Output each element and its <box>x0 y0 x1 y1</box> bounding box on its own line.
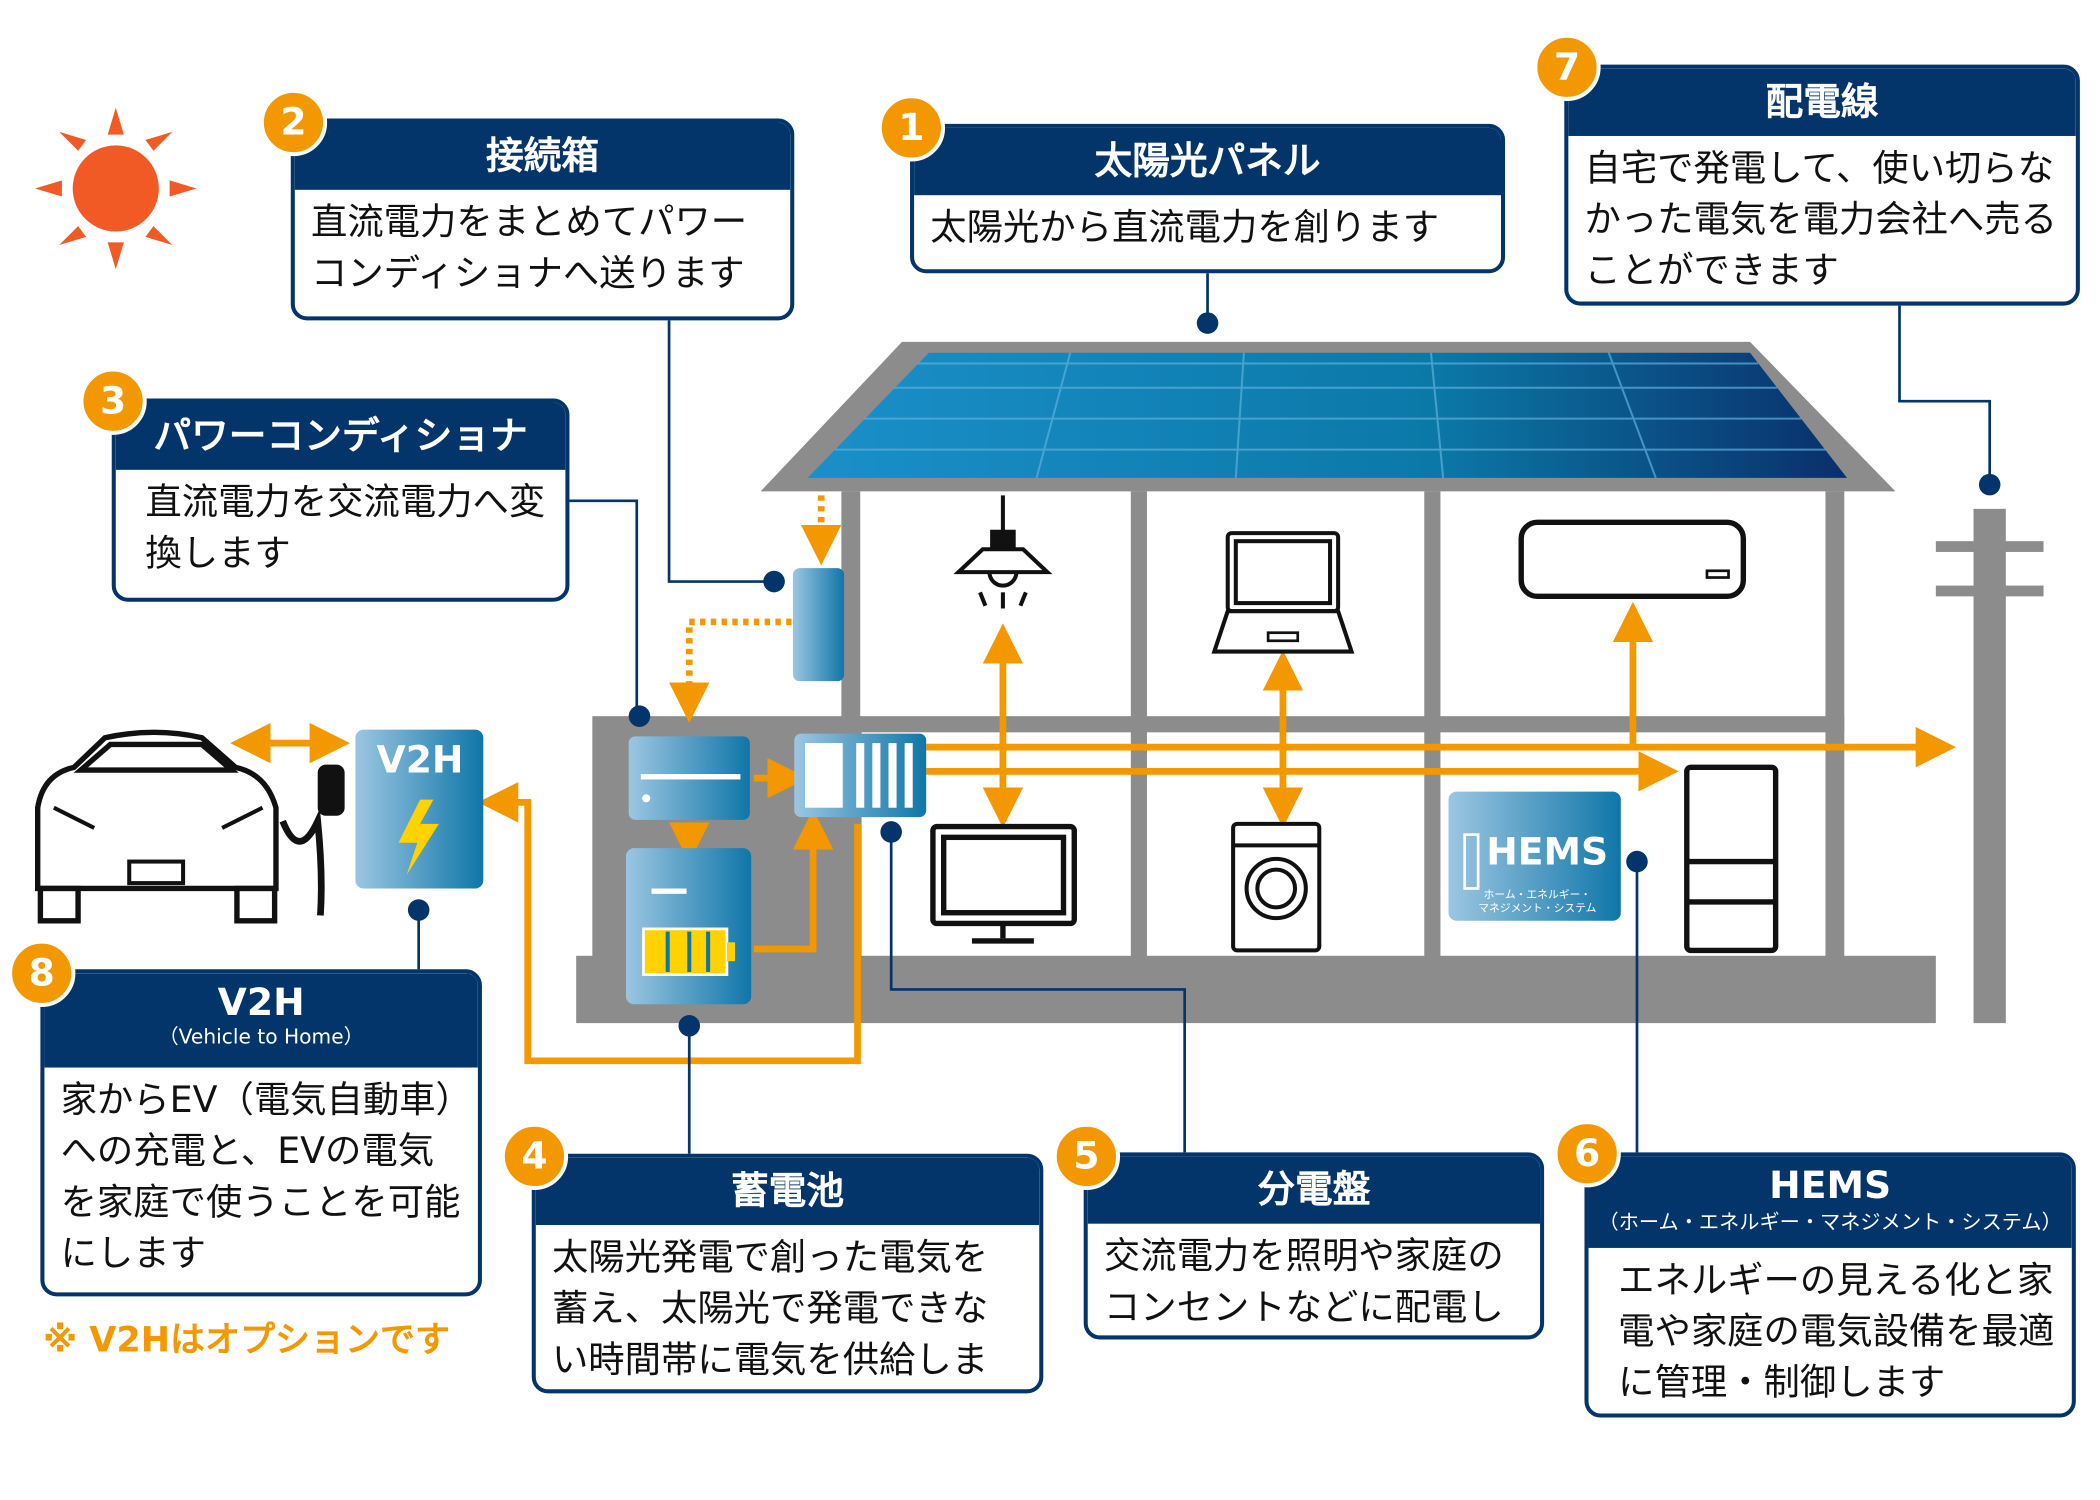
badge-7: 7 <box>1533 33 1601 101</box>
callout-text: 交流電力を照明や家庭のコンセントなどに配電します <box>1103 1235 1504 1329</box>
junction-box <box>792 568 845 682</box>
callout-title: 分電盤 <box>1087 1156 1541 1224</box>
washing-machine-icon <box>1231 821 1322 953</box>
electric-car-icon <box>35 729 345 924</box>
callout-text: 家からEV（電気自動車）への充電と、EVの電気を家庭で使うことを可能にします <box>60 1079 461 1275</box>
battery <box>625 848 752 1005</box>
badge-1: 1 <box>877 94 946 162</box>
callout-text: 直流電力をまとめてパワーコンディショナへ送ります <box>310 201 748 295</box>
callout-text: 自宅で発電して、使い切らなかった電気を電力会社へ売ることができます <box>1584 148 2057 293</box>
v2h-option-note: ※ V2Hはオプションです <box>43 1320 451 1362</box>
callout-subtitle: （ホーム・エネルギー・マネジメント・システム） <box>1598 1210 2062 1235</box>
air-conditioner-icon <box>1518 519 1747 600</box>
lightning-icon <box>398 799 439 876</box>
callout-text: 太陽光から直流電力を創ります <box>930 207 1440 250</box>
callout-solar-panel: 太陽光パネル太陽光から直流電力を創ります <box>910 123 1506 274</box>
refrigerator-icon <box>1684 764 1779 954</box>
badge-3: 3 <box>79 367 147 435</box>
power-flow-lines <box>230 495 1957 1065</box>
callout-title: 接続箱 <box>294 122 791 190</box>
hems-device-sub: ホーム・エネルギー・マネジメント・システム <box>1462 888 1613 915</box>
callout-text: エネルギーの見える化と家電や家庭の電気設備を最適に管理・制御します <box>1618 1260 2055 1405</box>
callout-title: 蓄電池 <box>535 1157 1040 1226</box>
television-icon <box>930 823 1077 944</box>
callout-title: V2H <box>217 980 305 1025</box>
ceiling-light-icon <box>953 495 1053 609</box>
utility-pole <box>1935 508 2044 1024</box>
callout-title: 配電線 <box>1568 68 2076 136</box>
hems-sub-line: ホーム・エネルギー・ <box>1483 888 1592 901</box>
badge-8: 8 <box>8 939 76 1007</box>
callout-title: 太陽光パネル <box>914 127 1502 196</box>
callout-title: パワーコンディショナ <box>115 402 566 470</box>
badge-4: 4 <box>500 1122 569 1191</box>
callout-text: 直流電力を交流電力へ変換します <box>145 481 546 575</box>
callout-junction-box: 接続箱直流電力をまとめてパワーコンディショナへ送ります <box>290 118 795 321</box>
hems-sub-line: マネジメント・システム <box>1478 901 1597 915</box>
laptop-icon <box>1211 531 1355 654</box>
solar-panel <box>807 352 1847 478</box>
callout-v2h: V2H（Vehicle to Home） 家からEV（電気自動車）への充電と、EV… <box>40 969 482 1297</box>
callout-hems: HEMS（ホーム・エネルギー・マネジメント・システム） エネルギーの見える化と家電… <box>1584 1152 2076 1418</box>
hems-device <box>1448 791 1621 921</box>
sun-icon <box>35 107 197 270</box>
callout-distribution-line: 配電線自宅で発電して、使い切らなかった電気を電力会社へ売ることができます <box>1564 64 2080 306</box>
callout-subtitle: （Vehicle to Home） <box>158 1024 364 1049</box>
badge-2: 2 <box>259 88 328 157</box>
router-icon <box>1463 833 1480 890</box>
badge-6: 6 <box>1553 1120 1621 1188</box>
callout-power-conditioner: パワーコンディショナ直流電力を交流電力へ変換します <box>111 398 570 602</box>
callout-distribution-board: 分電盤交流電力を照明や家庭のコンセントなどに配電します <box>1083 1152 1545 1340</box>
callout-text: 太陽光発電で創った電気を蓄え、太陽光で発電できない時間帯に電気を供給します <box>551 1237 989 1382</box>
v2h-device-label: V2H <box>376 737 464 783</box>
badge-5: 5 <box>1052 1122 1121 1191</box>
callout-connectors <box>417 273 1992 1154</box>
hems-device-label: HEMS <box>1486 829 1609 874</box>
callout-title: HEMS <box>1769 1163 1892 1208</box>
